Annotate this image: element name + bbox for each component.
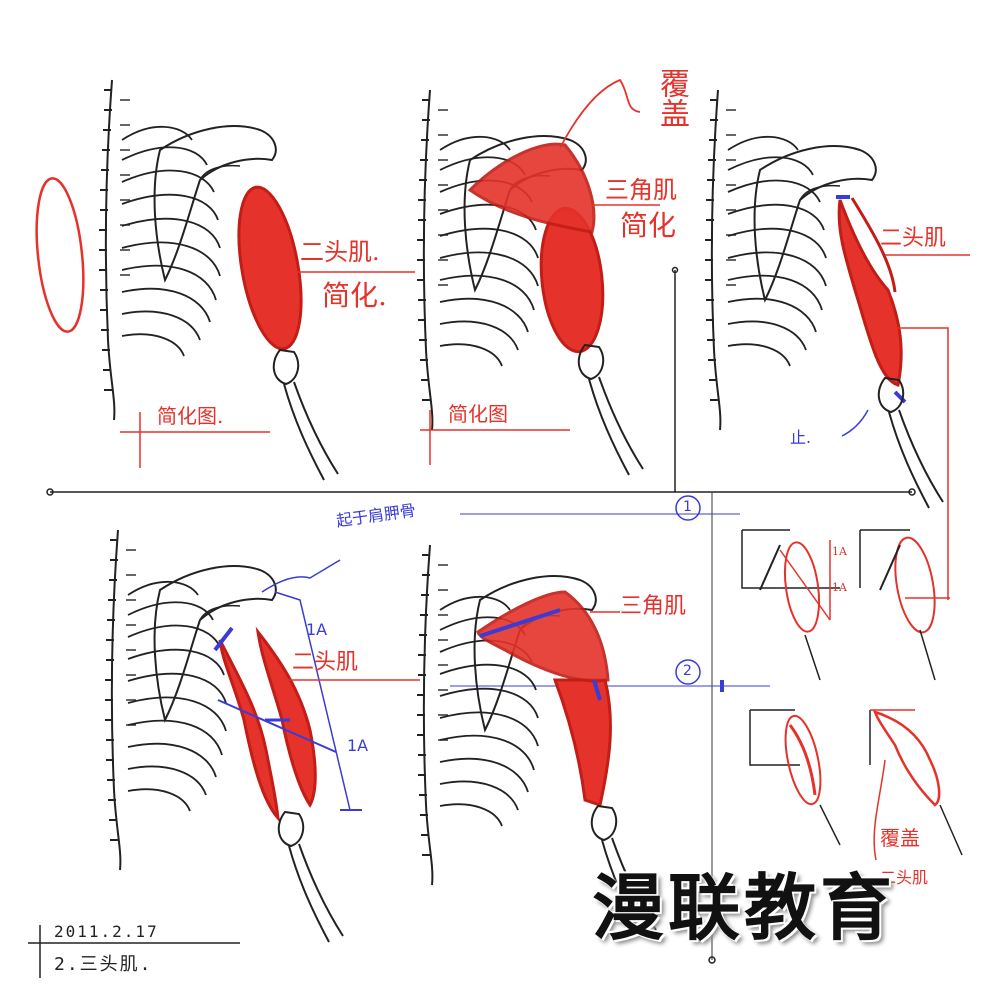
label-1a-lower: 1A xyxy=(347,736,369,755)
note-text: 2.三头肌. xyxy=(54,954,153,975)
label-simplify-top: 简化 xyxy=(620,209,677,242)
biceps-long-head-4 xyxy=(218,639,281,823)
biceps-muscle-3 xyxy=(837,199,903,387)
label-simplified-drawing-1: 简化图. xyxy=(157,404,224,428)
divider-guides xyxy=(46,266,916,964)
label-simplified-drawing-2: 简化图 xyxy=(448,402,508,426)
marker-2: 2 xyxy=(683,663,692,679)
figure-2-deltoid-biceps xyxy=(416,78,660,476)
date-text: 2011.2.17 xyxy=(54,922,159,941)
label-insertion: 止. xyxy=(790,428,812,447)
figure-4-biceps-origin xyxy=(104,529,420,943)
watermark-logo: 漫联教育 xyxy=(592,865,897,950)
label-cover-small: 覆盖 xyxy=(880,826,920,850)
label-deltoid-top: 三角肌 xyxy=(605,176,677,204)
biceps-muscle-1 xyxy=(237,185,303,351)
deltoid-muscle-2 xyxy=(467,142,596,234)
date-note-block xyxy=(28,925,240,978)
ellipse-study-left xyxy=(35,177,85,333)
label-1a-upper: 1A xyxy=(306,620,328,639)
label-cover-top: 覆盖 xyxy=(654,68,689,128)
label-biceps-1: 二头肌. xyxy=(300,238,380,266)
label-1a-small-b: 1A xyxy=(832,581,847,594)
label-biceps-small: 二头肌 xyxy=(880,868,929,887)
label-biceps-3: 二头肌 xyxy=(880,226,947,251)
label-biceps-4: 二头肌 xyxy=(292,650,359,675)
label-deltoid-5: 三角肌 xyxy=(620,594,687,619)
label-1a-small-a: 1A xyxy=(832,545,847,558)
label-simplify-1: 简化. xyxy=(322,279,387,312)
figure-3-biceps-detail xyxy=(704,89,970,600)
figure-5-deltoid-biceps xyxy=(416,544,657,937)
arrow-cover-2 xyxy=(559,78,641,149)
biceps-muscle-5 xyxy=(552,678,612,807)
figure-1-biceps-simplified xyxy=(35,79,415,481)
small-studies xyxy=(741,529,963,861)
deltoid-muscle-5 xyxy=(476,590,610,683)
marker-1: 1 xyxy=(683,499,692,515)
